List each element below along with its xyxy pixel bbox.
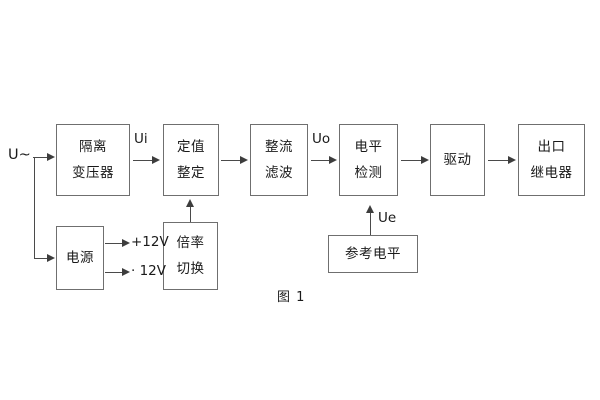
connector-to-isolation-transformer [34,157,49,158]
block-multiplier-switch-line-1: 倍率 [176,235,205,252]
block-level-detect-line-2: 检测 [354,164,383,181]
connector-rail-negative [105,272,125,273]
arrowhead-drive-to-output-relay [508,155,516,164]
rail-negative-label: · 12V [131,263,166,279]
connector-drive-to-output-relay [488,160,510,161]
block-multiplier-switch-line-2: 切换 [176,260,205,277]
block-output-relay: 出口 继电器 [518,124,585,196]
arrowhead-rail-negative [122,267,130,276]
block-level-detect: 电平 检测 [339,124,398,196]
signal-label-ue: Ue [378,210,397,226]
connector-isolation-to-setting [133,160,155,161]
block-rectify-filter-line-1: 整流 [265,139,293,156]
connector-input-bus [34,157,35,259]
block-isolation-transformer-line-1: 隔离 [79,139,107,156]
arrowhead-isolation-to-setting [152,155,160,164]
block-rectify-filter-line-2: 滤波 [265,164,293,181]
connector-rail-positive [105,243,125,244]
block-drive: 驱动 [430,124,485,196]
block-isolation-transformer-line-2: 变压器 [72,164,114,181]
block-drive-line-1: 驱动 [443,151,472,168]
block-reference-level-line-1: 参考电平 [345,245,401,262]
block-output-relay-line-2: 继电器 [530,164,573,181]
block-reference-level: 参考电平 [328,235,418,273]
input-signal-label: U~ [8,147,31,163]
rail-positive-label: +12V [131,234,169,250]
block-power-supply: 电源 [56,226,104,290]
arrowhead-reference-to-level [366,205,374,213]
arrowhead-setting-to-rectify [240,155,248,164]
block-output-relay-line-1: 出口 [537,139,566,156]
connector-setting-to-rectify [221,160,242,161]
block-setting-value-line-2: 整定 [177,164,205,181]
arrowhead-rectify-to-level [329,155,337,164]
connector-level-to-drive [401,160,423,161]
block-setting-value-line-1: 定值 [177,139,205,156]
connector-reference-to-level [370,212,371,235]
connector-rectify-to-level [311,160,332,161]
arrowhead-multiplier-to-setting [186,199,194,207]
signal-label-uo: Uo [312,131,331,147]
block-isolation-transformer: 隔离 变压器 [56,124,130,196]
connector-to-power-supply [34,258,49,259]
arrowhead-rail-positive [122,238,130,247]
arrowhead-to-power-supply [47,253,55,262]
block-power-supply-line-1: 电源 [66,249,94,266]
connector-multiplier-to-setting [190,206,191,222]
block-level-detect-line-1: 电平 [354,139,383,156]
figure-caption: 图 1 [277,290,306,305]
arrowhead-to-isolation-transformer [47,152,55,161]
signal-label-ui: Ui [134,131,148,147]
block-rectify-filter: 整流 滤波 [250,124,308,196]
arrowhead-level-to-drive [421,155,429,164]
block-setting-value: 定值 整定 [163,124,219,196]
block-multiplier-switch: 倍率 切换 [163,222,218,290]
